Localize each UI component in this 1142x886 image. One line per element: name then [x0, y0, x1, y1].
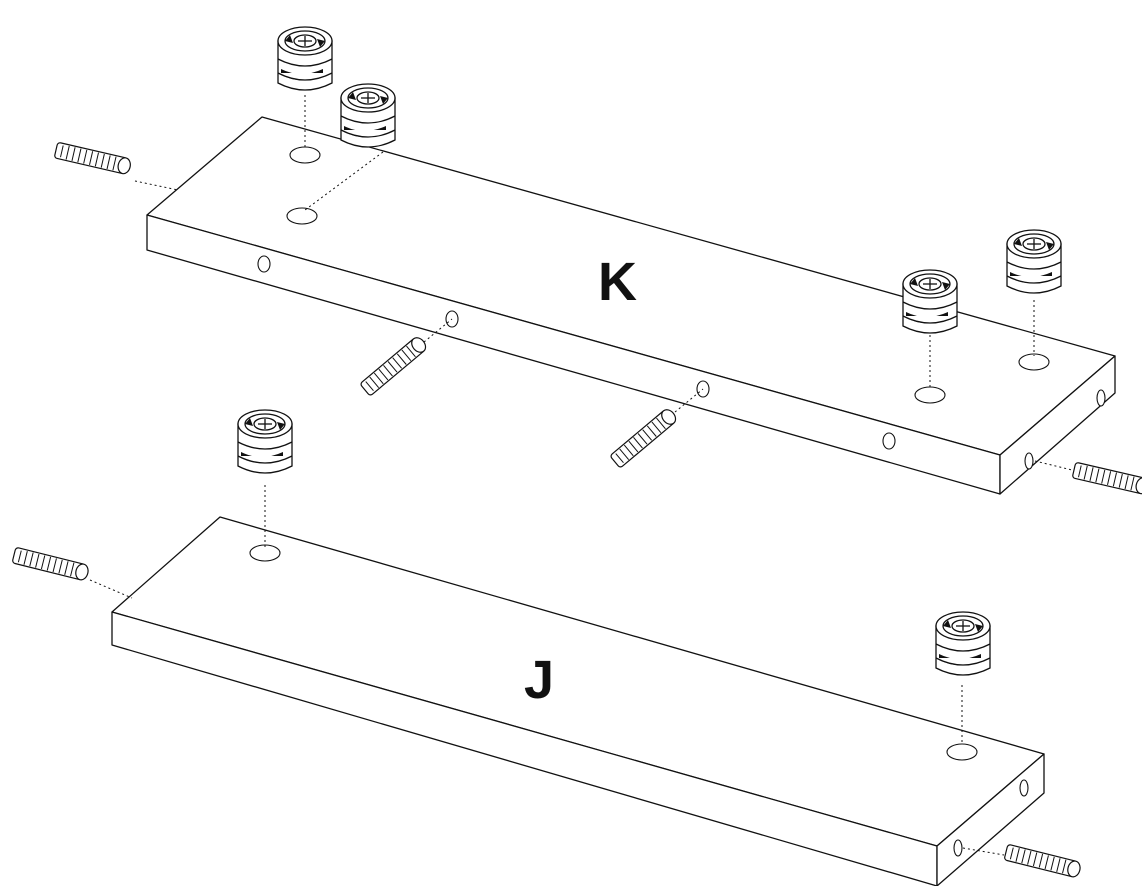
dowel-icon [609, 406, 679, 469]
dowel-icon [359, 334, 429, 397]
dowel-hole [1024, 452, 1034, 470]
guides-j [89, 485, 1005, 856]
dowel-hole [1096, 389, 1106, 407]
guides-k [134, 95, 1073, 471]
cam-hole [946, 743, 978, 761]
dowel-hole [257, 255, 271, 273]
cam-hole [914, 386, 946, 404]
cam-hole [286, 207, 318, 225]
dowel-icon [1071, 461, 1142, 496]
cam-lock-icon [237, 409, 293, 474]
panel-j: J [111, 516, 1045, 886]
cam-lock-icon [902, 269, 958, 334]
cam-lock-icon [1006, 229, 1062, 294]
cam-lock-icon [340, 83, 396, 148]
panel-j-front-face [111, 611, 938, 886]
cam-lock-icon [935, 611, 991, 676]
cam-hole [249, 544, 281, 562]
dowel-icon [1003, 843, 1083, 879]
dowel-hole [953, 839, 963, 857]
dowel-icon [53, 141, 133, 176]
cam-lock-icon [277, 26, 333, 91]
dowel-icon [11, 546, 91, 582]
panel-label-k: K [598, 252, 637, 312]
dowel-hole [882, 432, 896, 450]
dowel-hole [1019, 779, 1029, 797]
panel-label-j: J [524, 650, 554, 710]
panel-k: K [146, 116, 1116, 495]
cam-hole [289, 146, 321, 164]
panel-j-end-face [936, 753, 1045, 886]
cam-hole [1018, 353, 1050, 371]
